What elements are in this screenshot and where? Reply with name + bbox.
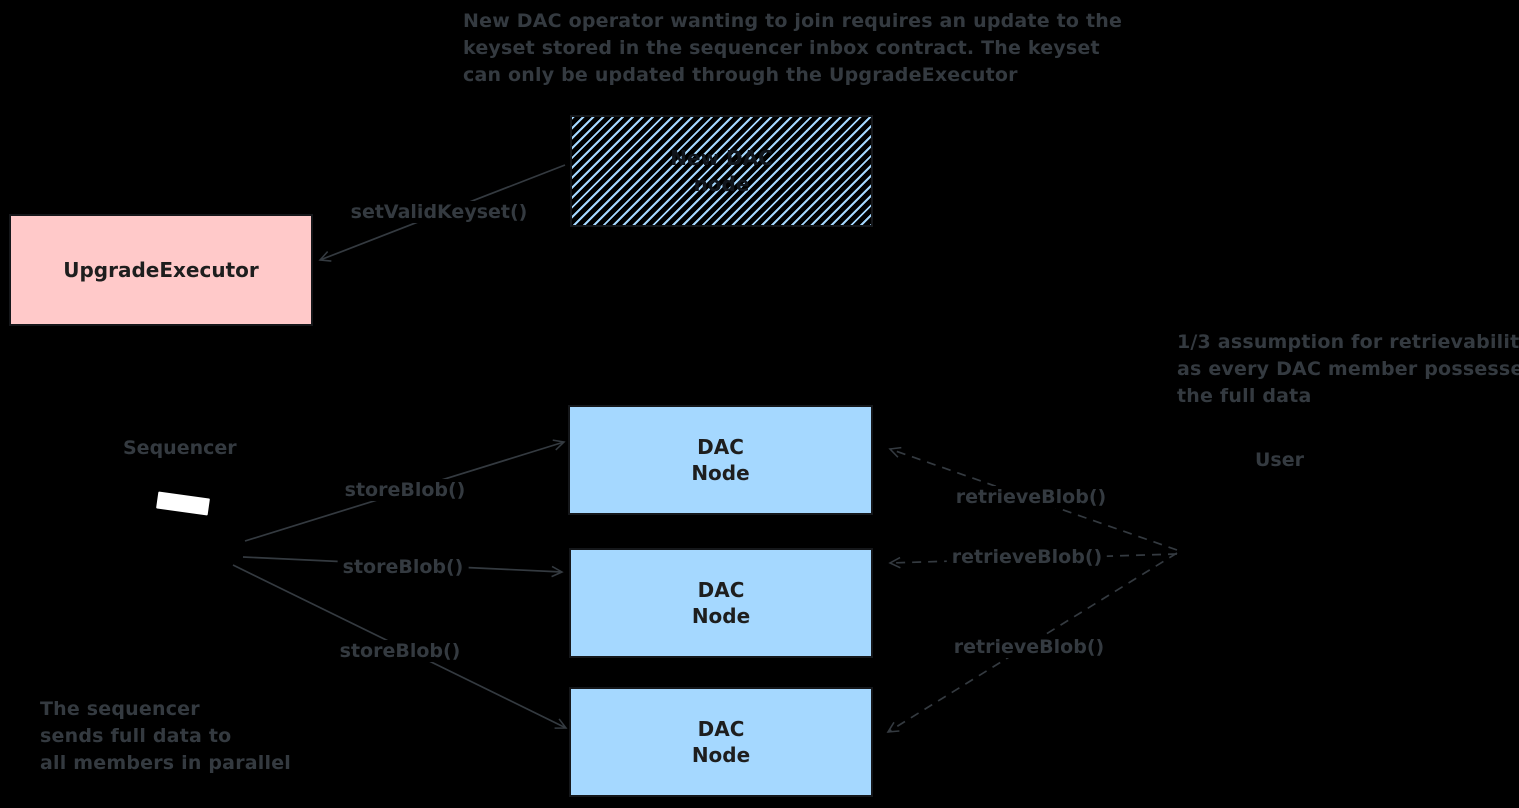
retrieve-blob-label-2: retrieveBlob() bbox=[946, 546, 1108, 568]
note-line: the full data bbox=[1177, 385, 1312, 407]
store-blob-label-2: storeBlob() bbox=[337, 556, 469, 578]
note-keyset-update: New DAC operator wanting to join require… bbox=[463, 8, 1122, 89]
set-valid-keyset-label: setValidKeyset() bbox=[345, 201, 533, 223]
note-line: as every DAC member possesses bbox=[1177, 358, 1519, 380]
user-label: User bbox=[1255, 449, 1304, 471]
dac-node-box-3: DAC Node bbox=[569, 687, 873, 797]
note-parallel: The sequencer sends full data to all mem… bbox=[40, 696, 291, 777]
note-line: keyset stored in the sequencer inbox con… bbox=[463, 37, 1100, 59]
dac-node-1-label-line1: DAC bbox=[697, 435, 744, 459]
note-line: New DAC operator wanting to join require… bbox=[463, 10, 1123, 32]
note-assumption: 1/3 assumption for retrievability, as ev… bbox=[1177, 329, 1519, 410]
new-dac-node-box: New DAC node bbox=[570, 115, 873, 227]
sequencer-label: Sequencer bbox=[123, 437, 237, 459]
note-line: all members in parallel bbox=[40, 752, 292, 774]
retrieve-blob-arrow-3 bbox=[886, 552, 1178, 733]
retrieve-blob-label-1: retrieveBlob() bbox=[950, 486, 1112, 508]
upgrade-executor-box: UpgradeExecutor bbox=[9, 214, 313, 326]
new-dac-node-label-line2: node bbox=[693, 172, 750, 196]
dac-node-box-2: DAC Node bbox=[569, 548, 873, 658]
note-line: can only be updated through the UpgradeE… bbox=[463, 64, 1018, 86]
dac-node-3-label-line1: DAC bbox=[697, 717, 745, 741]
note-line: sends full data to bbox=[40, 725, 232, 747]
dac-node-box-1: DAC Node bbox=[568, 405, 873, 515]
dac-node-2-label-line2: Node bbox=[691, 604, 751, 628]
dac-node-1-label-line2: Node bbox=[691, 461, 750, 485]
store-blob-label-3: storeBlob() bbox=[334, 640, 466, 662]
upgrade-executor-label: UpgradeExecutor bbox=[63, 258, 259, 282]
dac-node-2-label-line1: DAC bbox=[697, 578, 745, 602]
note-line: The sequencer bbox=[40, 698, 200, 720]
note-line: 1/3 assumption for retrievability, bbox=[1177, 331, 1519, 353]
new-dac-node-label-line1: New DAC bbox=[670, 146, 773, 170]
dac-node-3-label-line2: Node bbox=[691, 743, 751, 767]
store-blob-label-1: storeBlob() bbox=[339, 479, 471, 501]
retrieve-blob-label-3: retrieveBlob() bbox=[948, 636, 1110, 658]
